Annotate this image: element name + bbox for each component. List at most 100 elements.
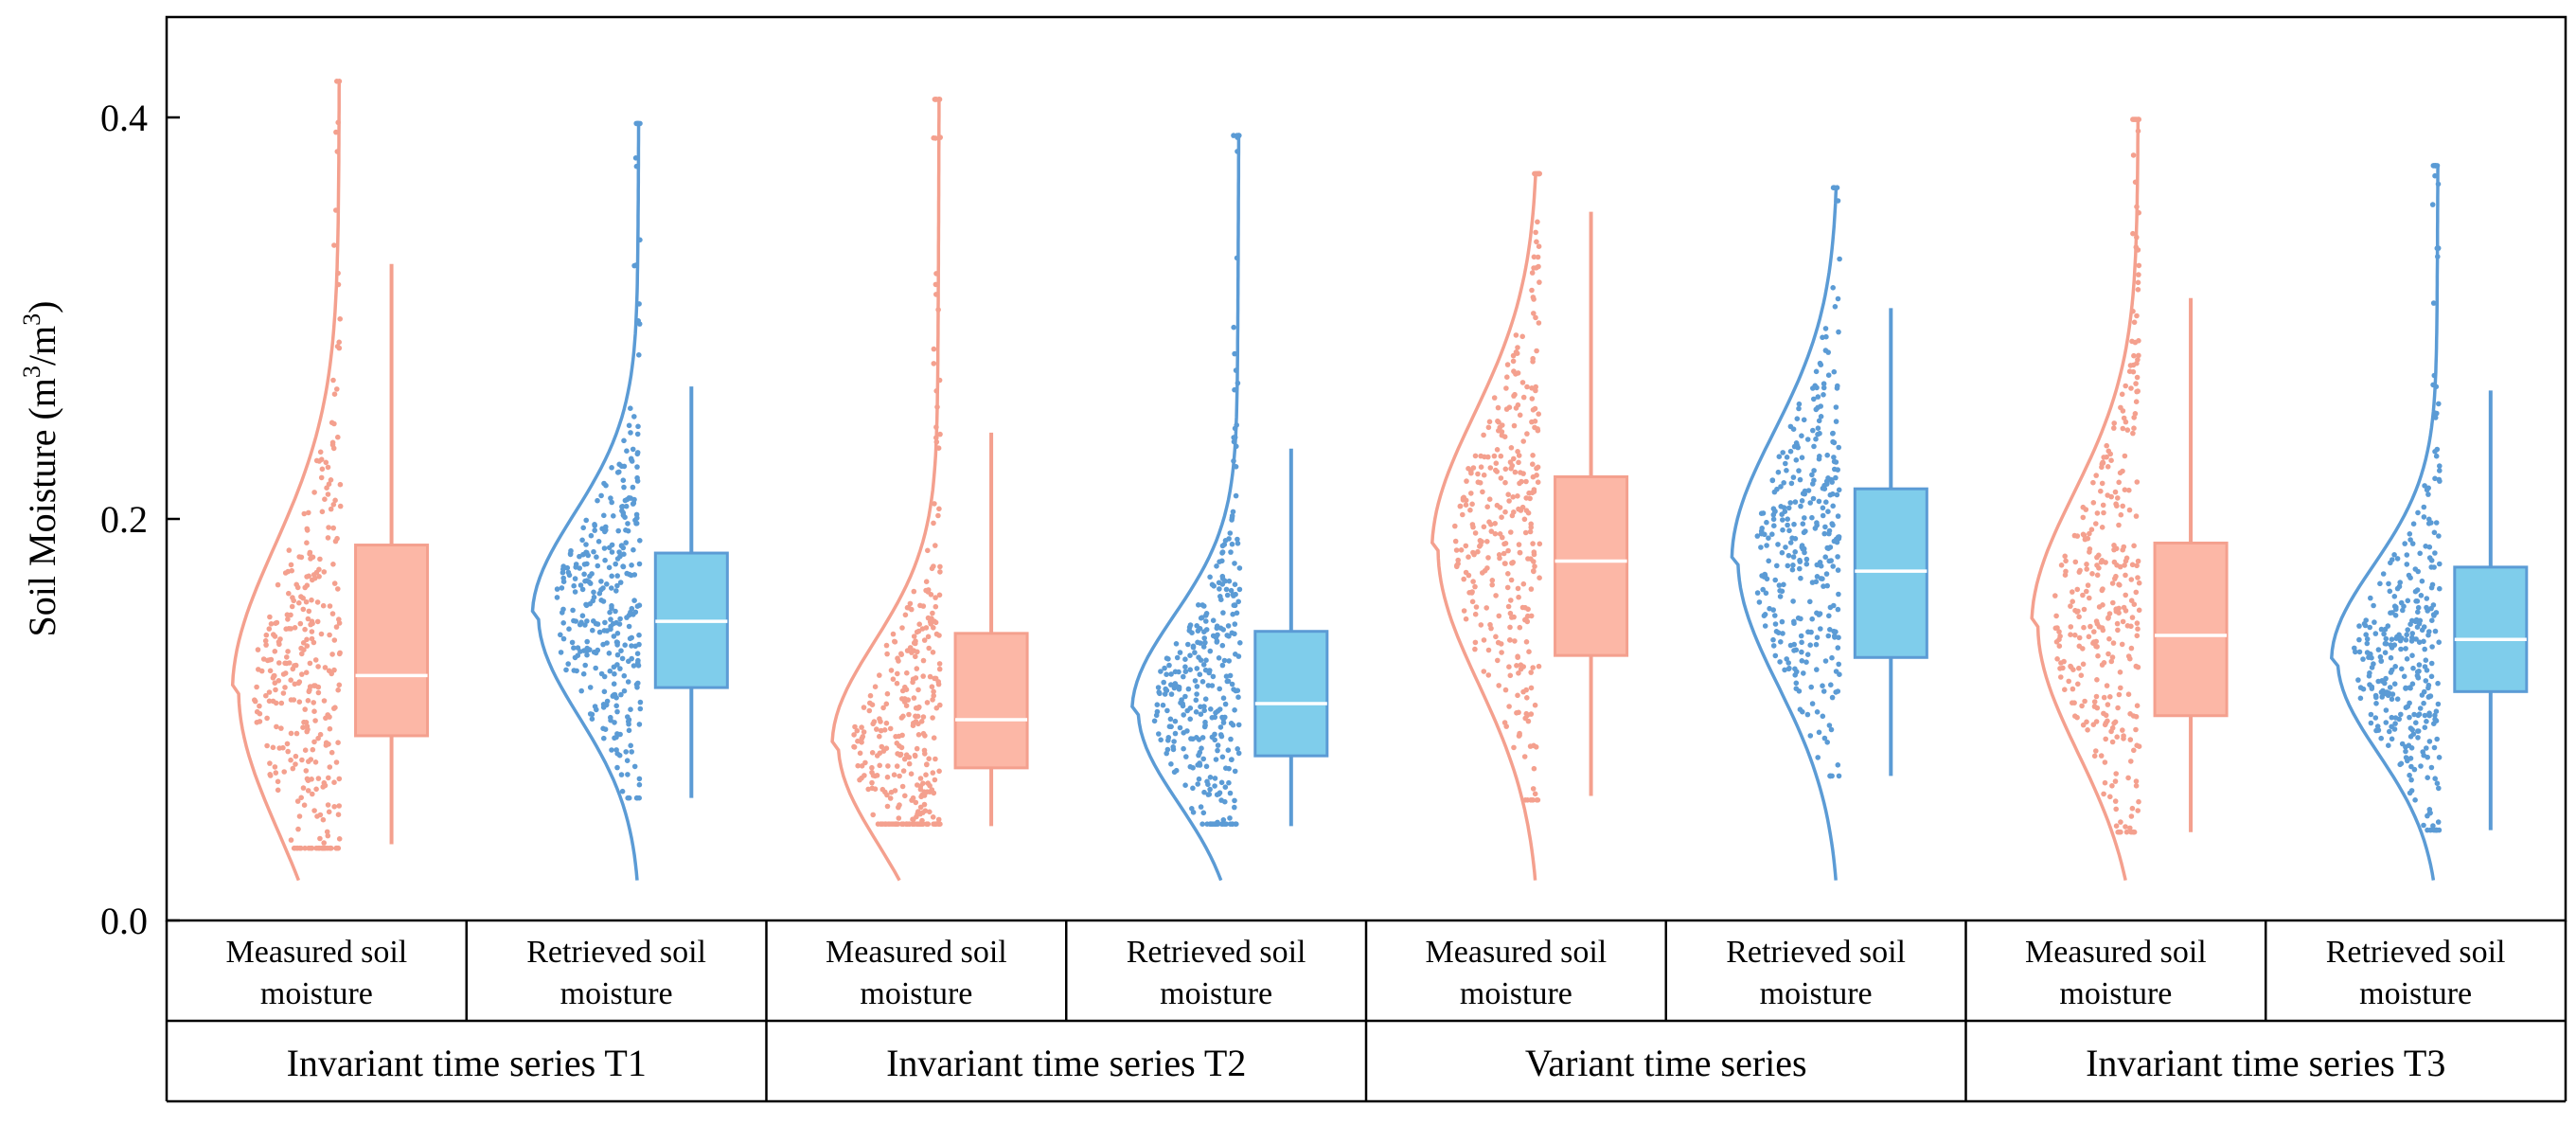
data-point: [2115, 705, 2121, 711]
data-point: [295, 826, 301, 832]
data-point: [1835, 467, 1840, 473]
data-point: [2125, 691, 2132, 697]
data-point: [869, 779, 875, 786]
data-point: [1208, 706, 1214, 712]
data-point: [614, 573, 620, 579]
data-point: [1214, 638, 1220, 644]
data-point: [2091, 753, 2098, 759]
data-point: [2105, 492, 2110, 498]
data-point: [1189, 630, 1195, 635]
data-point: [628, 430, 633, 436]
data-point: [1168, 671, 1174, 677]
data-point: [933, 619, 939, 626]
data-point: [1235, 688, 1241, 693]
data-point: [1220, 817, 1227, 823]
data-point: [1181, 745, 1186, 752]
data-point: [1469, 598, 1476, 605]
data-point: [258, 668, 265, 674]
data-point: [902, 793, 908, 799]
data-point: [592, 704, 598, 709]
data-point: [322, 496, 328, 502]
y-axis-title-superscript: 3: [18, 313, 45, 326]
data-point: [619, 655, 626, 662]
data-point: [2086, 634, 2092, 640]
data-point: [2132, 179, 2139, 186]
data-point: [1530, 461, 1536, 468]
data-point: [877, 672, 882, 678]
data-point: [272, 680, 278, 686]
data-point: [899, 688, 906, 694]
data-point: [2435, 254, 2441, 259]
data-point: [2079, 703, 2085, 709]
data-point: [624, 448, 630, 455]
data-point: [1481, 472, 1487, 478]
data-point: [1235, 722, 1242, 728]
data-point: [880, 748, 887, 754]
data-point: [1157, 690, 1163, 697]
data-point: [2402, 541, 2407, 546]
data-point: [628, 405, 633, 412]
data-point: [2420, 749, 2425, 755]
data-point: [1779, 511, 1785, 517]
data-point: [629, 562, 634, 568]
data-point: [1804, 711, 1811, 718]
data-point: [1235, 536, 1240, 543]
data-point: [1203, 613, 1209, 618]
data-point: [2080, 504, 2087, 510]
data-point: [1521, 516, 1528, 523]
box: [1253, 630, 1329, 758]
data-point: [2380, 571, 2387, 577]
data-point: [1199, 745, 1204, 751]
data-point: [300, 606, 307, 613]
data-point: [2130, 152, 2137, 158]
data-point: [933, 271, 939, 277]
data-point: [1764, 519, 1769, 526]
data-point: [1212, 714, 1218, 721]
data-point: [1206, 792, 1213, 797]
data-point: [609, 573, 614, 580]
data-point: [1155, 685, 1162, 690]
data-point: [2387, 728, 2392, 735]
data-point: [1502, 509, 1508, 515]
data-point: [2128, 813, 2135, 819]
data-point: [933, 631, 940, 637]
data-point: [2405, 627, 2410, 633]
data-point: [1821, 530, 1827, 537]
data-point: [1798, 503, 1803, 509]
data-point: [1780, 527, 1785, 533]
data-point: [1199, 821, 1205, 827]
data-point: [851, 732, 857, 738]
data-point: [314, 599, 321, 605]
data-point: [2435, 819, 2442, 825]
data-point: [2405, 598, 2411, 604]
data-point: [288, 626, 294, 632]
data-point: [298, 594, 304, 599]
data-point: [2435, 680, 2441, 687]
data-point: [1803, 528, 1808, 534]
data-point: [301, 647, 307, 652]
data-point: [1510, 358, 1517, 365]
data-point: [611, 681, 617, 687]
data-point: [1517, 624, 1523, 631]
data-point: [330, 562, 336, 567]
data-point: [2378, 689, 2385, 695]
data-point: [628, 706, 633, 712]
data-point: [1816, 418, 1822, 424]
data-point: [1519, 380, 1526, 385]
data-point: [1218, 779, 1225, 786]
data-point: [1797, 476, 1803, 483]
data-point: [899, 783, 906, 790]
data-point: [1197, 762, 1203, 768]
data-point: [335, 687, 342, 693]
data-point: [636, 352, 642, 358]
data-point: [2375, 647, 2382, 652]
data-point: [1532, 563, 1537, 569]
data-point: [319, 845, 326, 851]
data-point: [935, 816, 942, 823]
data-point: [2134, 234, 2140, 241]
data-point: [1803, 556, 1810, 562]
data-point: [2382, 626, 2389, 633]
data-point: [1172, 730, 1179, 737]
data-point: [1527, 528, 1534, 535]
data-point: [329, 441, 336, 448]
